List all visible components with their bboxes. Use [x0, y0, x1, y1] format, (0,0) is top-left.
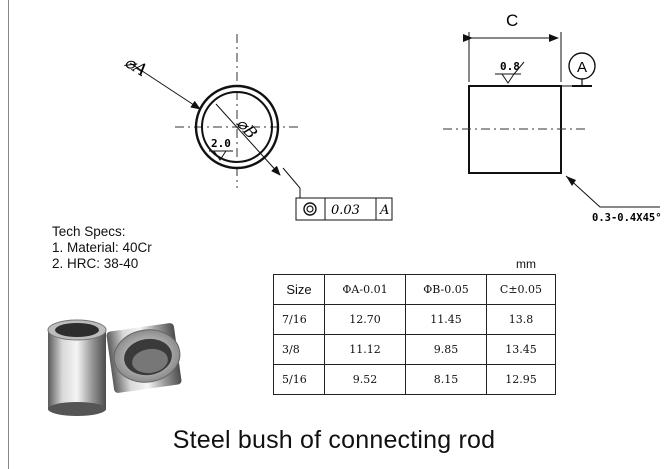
datum-label: A: [577, 59, 587, 76]
caption: Steel bush of connecting rod: [172, 426, 496, 454]
bush-photo: [47, 319, 182, 416]
header-size: Size: [273, 274, 325, 305]
cell-length-c: 12.95: [486, 364, 556, 395]
tolerance-value: 0.03: [331, 203, 360, 218]
cell-length-c: 13.8: [486, 304, 556, 335]
cell-size: 3/8: [273, 334, 325, 365]
cell-dia-a: 12.70: [324, 304, 406, 335]
dim-c-label: C: [506, 11, 518, 30]
side-view: C 0.8 A 0.3-0.4X45°: [443, 11, 662, 224]
bush-photo-front: [47, 319, 107, 416]
roughness-check-icon: [495, 61, 525, 84]
tolerance-frame: 0.03 A: [295, 197, 393, 221]
spec-material: 1. Material: 40Cr: [52, 240, 152, 255]
header-dia-a: ΦA-0.01: [324, 274, 406, 305]
cell-dia-a: 11.12: [324, 334, 406, 365]
concentricity-inner-icon: [306, 205, 314, 213]
cell-dia-a: 9.52: [324, 364, 406, 395]
front-view: ⌀A ⌀B 2.0 0.03 A: [121, 34, 393, 221]
table-row: 5/16 9.52 8.15 12.95: [273, 364, 556, 395]
dia-a-leader: [129, 62, 201, 110]
roughness-symbol-icon: [209, 150, 233, 161]
specs-title: Tech Specs:: [52, 224, 126, 239]
cell-size: 5/16: [273, 364, 325, 395]
table-unit: mm: [516, 257, 536, 271]
inner-roughness-value: 2.0: [211, 137, 231, 150]
dia-a-label: ⌀A: [121, 52, 151, 81]
chamfer-arrow-icon: [566, 176, 576, 186]
spec-hrc: 2. HRC: 38-40: [52, 256, 139, 271]
sheet-border: [8, 0, 9, 469]
cell-length-c: 13.45: [486, 334, 556, 365]
cell-dia-b: 9.85: [405, 334, 487, 365]
outer-diameter-circle: [194, 84, 280, 170]
cell-dia-b: 8.15: [405, 364, 487, 395]
table-header-row: Size ΦA-0.01 ΦB-0.05 C±0.05: [273, 274, 556, 305]
tolerance-datum: A: [379, 203, 389, 218]
table-row: 7/16 12.70 11.45 13.8: [273, 304, 556, 335]
header-length-c: C±0.05: [486, 274, 556, 305]
chamfer-label: 0.3-0.4X45°: [592, 212, 662, 224]
cell-size: 7/16: [273, 304, 325, 335]
bush-photo-back: [106, 323, 182, 393]
table-row: 3/8 11.12 9.85 13.45: [273, 334, 556, 365]
cell-dia-b: 11.45: [405, 304, 487, 335]
concentricity-outer-icon: [303, 202, 317, 216]
dia-b-leader: [215, 103, 281, 176]
outer-roughness-value: 0.8: [500, 60, 520, 73]
chamfer-leader: [565, 175, 660, 208]
size-table: Size ΦA-0.01 ΦB-0.05 C±0.05 7/16 12.70 1…: [273, 274, 556, 395]
header-dia-b: ΦB-0.05: [405, 274, 487, 305]
tech-specs: Tech Specs: 1. Material: 40Cr 2. HRC: 38…: [52, 224, 152, 272]
inner-diameter-circle: [201, 91, 273, 163]
